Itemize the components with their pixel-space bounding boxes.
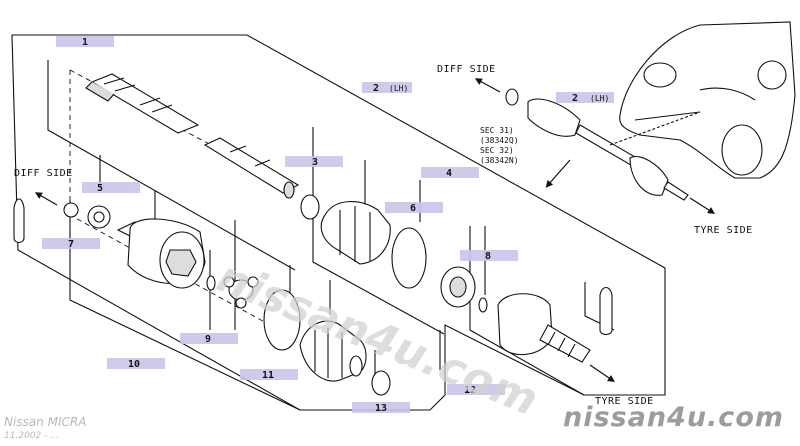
- footer-date: 11.2002 - ...: [4, 431, 59, 441]
- sec-ref-4: (38342N): [480, 156, 519, 165]
- part-label-7: 7: [68, 239, 74, 250]
- part-label-6: 6: [410, 203, 416, 214]
- part-label-3: 3: [312, 157, 318, 168]
- section-references: SEC 31) (38342Q) SEC 32) (38342N): [480, 126, 519, 165]
- part-label-10: 10: [128, 359, 140, 370]
- part-numbers: 1 2 (LH) 2 (LH) 3 4 5 6 7 8 9 10 11 12 1…: [68, 37, 609, 414]
- shaft-part: [85, 73, 300, 199]
- part-label-boxes: [42, 36, 614, 413]
- tyre-side-label-top: TYRE SIDE: [694, 225, 753, 236]
- part-label-2b: 2: [572, 93, 578, 104]
- footer-model: Nissan MICRA: [4, 415, 87, 429]
- sec-ref-2: (38342Q): [480, 136, 519, 145]
- diff-side-label-top: DIFF SIDE: [437, 64, 496, 75]
- part-label-4: 4: [446, 168, 452, 179]
- washer-parts: [13, 198, 613, 336]
- tyre-side-label-bottom: TYRE SIDE: [595, 396, 654, 407]
- corner-watermark: nissan4u.com: [562, 402, 784, 433]
- outer-joint: [440, 266, 591, 363]
- outer-boot: [300, 194, 427, 289]
- part-label-2-lh: (LH): [389, 84, 408, 93]
- center-watermark: nissan4u.com: [210, 251, 545, 426]
- part-label-2b-lh: (LH): [590, 94, 609, 103]
- diff-side-label-left: DIFF SIDE: [14, 168, 73, 179]
- direction-arrows: [34, 78, 716, 383]
- part-label-1: 1: [82, 37, 88, 48]
- part-label-9: 9: [205, 334, 211, 345]
- sec-ref-1: SEC 31): [480, 126, 514, 135]
- part-label-5: 5: [97, 183, 103, 194]
- inner-joint-housing: [116, 218, 206, 289]
- part-label-8: 8: [485, 251, 491, 262]
- inner-boot: [263, 289, 391, 396]
- part-label-2: 2: [373, 83, 379, 94]
- part-label-13: 13: [375, 403, 387, 414]
- sec-ref-3: SEC 32): [480, 146, 514, 155]
- car-illustration: [619, 21, 796, 179]
- part-label-12: 12: [464, 385, 476, 396]
- assembled-shaft: [505, 88, 701, 201]
- tripod-part: [206, 275, 259, 309]
- part-label-11: 11: [262, 370, 274, 381]
